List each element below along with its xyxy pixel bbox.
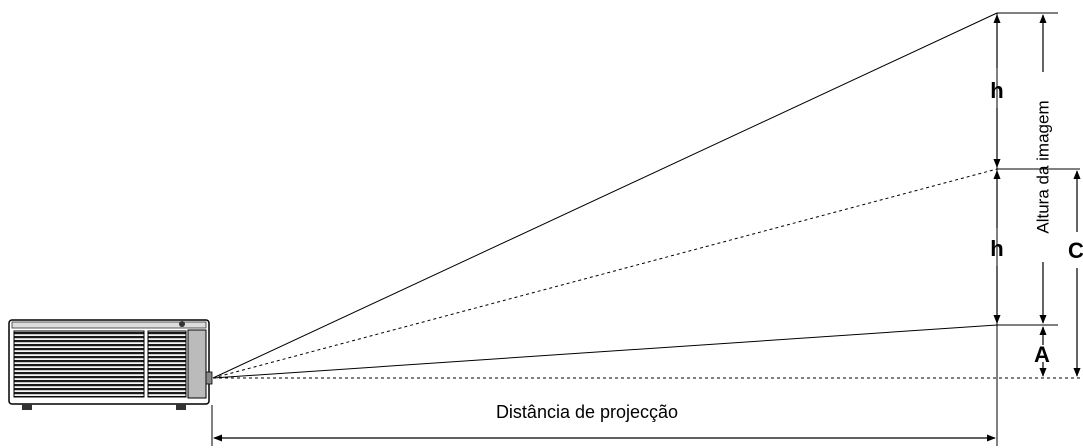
projector-lens-housing: [187, 329, 207, 399]
ray-middle-dashed: [212, 168, 998, 379]
image-height-label: Altura da imagem: [1034, 100, 1053, 233]
projector-foot-left: [22, 404, 32, 410]
projector-lens: [205, 371, 213, 385]
h-upper-label: h: [990, 78, 1003, 103]
c-label: C: [1068, 238, 1083, 263]
projector-grille: [13, 330, 145, 398]
projector-foot-right: [176, 404, 186, 410]
ray-top-solid: [212, 12, 998, 379]
projector-button: [179, 321, 185, 327]
projector-vent: [147, 330, 187, 398]
ray-bottom-solid: [212, 324, 998, 379]
a-label: A: [1034, 342, 1050, 367]
h-lower-label: h: [990, 236, 1003, 261]
distance-label: Distância de projecção: [496, 402, 678, 422]
projector-illustration: [8, 319, 213, 410]
projector-top-edge: [11, 321, 207, 329]
